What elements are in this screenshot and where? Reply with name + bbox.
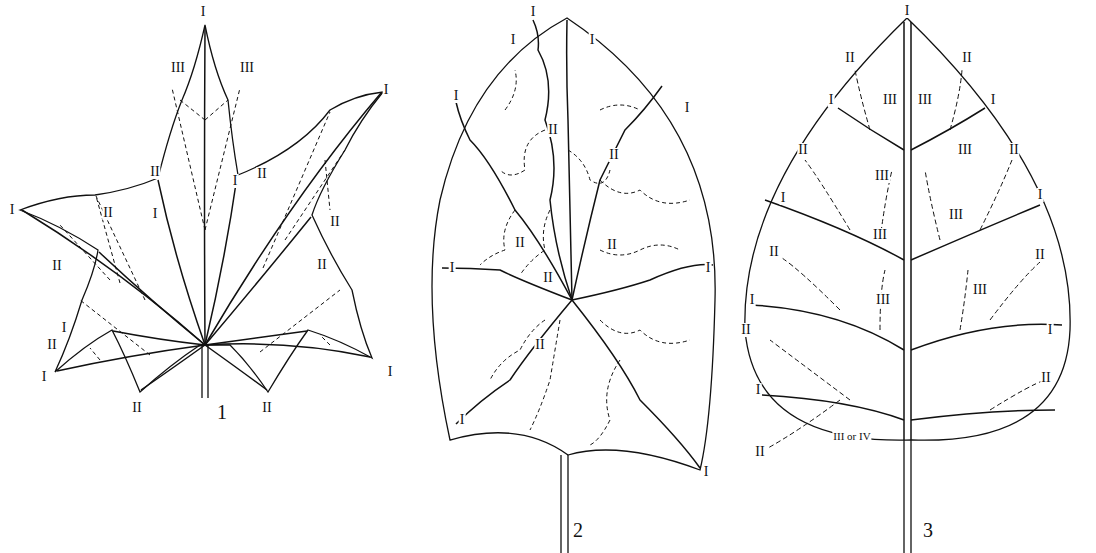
vein-order-label: III xyxy=(239,61,255,75)
petiole xyxy=(207,345,208,398)
vein-order-label: III xyxy=(872,228,888,242)
vein-order-label: III xyxy=(875,293,891,307)
vein-order-label: II xyxy=(608,148,619,162)
vein-order-label: I xyxy=(705,261,712,275)
figure-number: 2 xyxy=(572,520,584,540)
primary-veins xyxy=(442,20,713,468)
vein-order-label: II xyxy=(329,215,340,229)
leaf-outline xyxy=(432,18,715,470)
reticulate-veins xyxy=(480,70,690,445)
vein-order-label: I xyxy=(449,261,456,275)
vein-order-label: I xyxy=(904,4,911,18)
vein-order-label: II xyxy=(534,338,545,352)
vein-order-label: II xyxy=(606,238,617,252)
secondary-veins xyxy=(768,70,1045,448)
vein-order-label: III xyxy=(170,61,186,75)
vein-order-label: II xyxy=(797,143,808,157)
petiole xyxy=(567,455,568,553)
vein-order-label: I xyxy=(755,383,762,397)
vein-order-label: I xyxy=(61,321,68,335)
vein-order-label: II xyxy=(961,51,972,65)
vein-order-label: II xyxy=(261,401,272,415)
vein-order-label: II xyxy=(740,323,751,337)
petiole xyxy=(560,455,561,553)
vein-order-label: I xyxy=(387,365,394,379)
vein-order-label: II xyxy=(51,259,62,273)
vein-order-label: I xyxy=(232,174,239,188)
vein-order-label: III xyxy=(948,208,964,222)
vein-order-label: I xyxy=(1037,188,1044,202)
vein-order-label: II xyxy=(256,167,267,181)
vein-order-label: II xyxy=(547,123,558,137)
vein-order-label: I xyxy=(383,83,390,97)
vein-order-label: II xyxy=(1034,248,1045,262)
petiole xyxy=(201,345,202,398)
vein-order-label: II xyxy=(149,165,160,179)
leaf-outline xyxy=(20,25,383,392)
vein-order-label: I xyxy=(780,191,787,205)
vein-order-label: II xyxy=(1040,371,1051,385)
vein-order-label: II xyxy=(844,51,855,65)
vein-order-label: I xyxy=(9,203,16,217)
figure-number: 3 xyxy=(922,520,934,540)
petiole xyxy=(903,440,904,553)
vein-order-label: I xyxy=(828,93,835,107)
vein-order-label: I xyxy=(589,33,596,47)
vein-order-label: I xyxy=(152,207,159,221)
leaf-outline xyxy=(745,18,1070,440)
vein-order-label: I xyxy=(41,370,48,384)
vein-order-label: II xyxy=(754,445,765,459)
vein-order-label: II xyxy=(1008,143,1019,157)
figure-number: 1 xyxy=(216,402,228,422)
vein-order-label: II xyxy=(768,245,779,259)
vein-order-label: III xyxy=(957,143,973,157)
vein-order-label: II xyxy=(514,236,525,250)
vein-order-label: III xyxy=(882,93,898,107)
vein-order-label: II xyxy=(316,258,327,272)
primary-veins xyxy=(752,22,1062,440)
primary-veins xyxy=(22,27,381,390)
vein-order-label: I xyxy=(510,33,517,47)
vein-order-label: I xyxy=(703,465,710,479)
petiole xyxy=(910,440,911,553)
vein-order-label: III xyxy=(874,169,890,183)
vein-order-label: I xyxy=(684,101,691,115)
vein-order-label: III xyxy=(917,93,933,107)
vein-order-label: I xyxy=(990,93,997,107)
vein-order-label: II xyxy=(102,206,113,220)
vein-order-label: I xyxy=(749,293,756,307)
vein-order-label: II xyxy=(131,401,142,415)
vein-order-label: I xyxy=(200,5,207,19)
vein-order-label: II xyxy=(542,271,553,285)
vein-order-label: II xyxy=(46,338,57,352)
vein-order-label: I xyxy=(453,89,460,103)
secondary-veins xyxy=(60,88,345,360)
vein-order-label: I xyxy=(1047,323,1054,337)
vein-order-label: I xyxy=(530,5,537,19)
vein-order-label: III xyxy=(972,283,988,297)
vein-order-label: I xyxy=(459,413,466,427)
vein-order-label: III or IV xyxy=(832,431,871,442)
